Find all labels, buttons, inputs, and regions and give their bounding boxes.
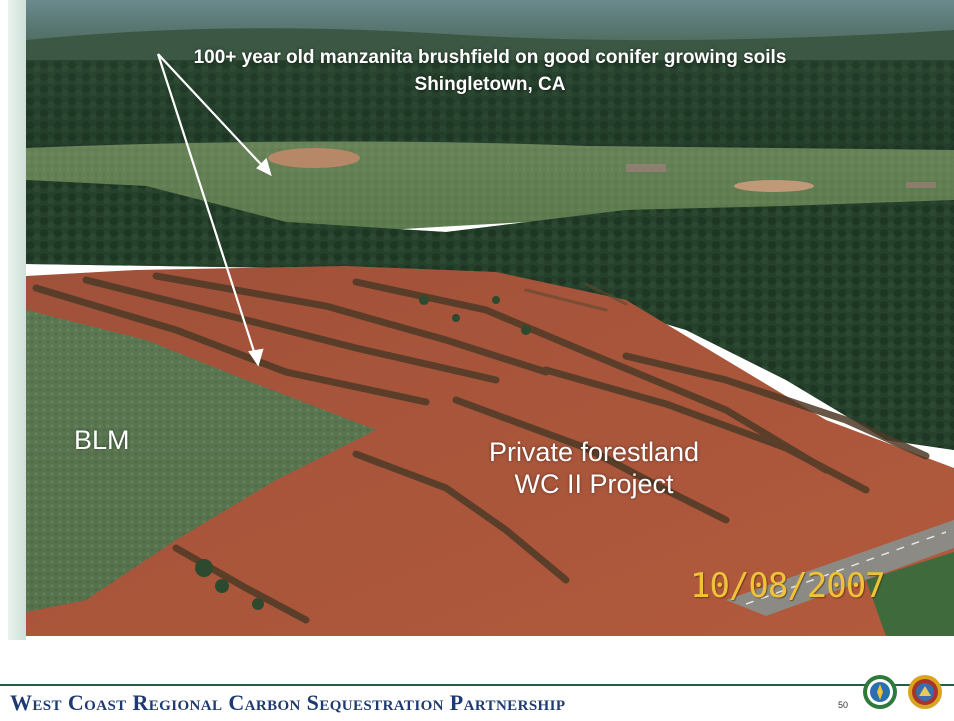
private-forestland-label: Private forestland WC II Project [444, 436, 744, 500]
footer-divider [0, 684, 954, 686]
private-label-line-1: Private forestland [488, 437, 700, 467]
caption-line-2: Shingletown, CA [414, 74, 566, 95]
blm-label: BLM [74, 425, 130, 455]
photo-caption: 100+ year old manzanita brushfield on go… [26, 44, 954, 98]
aerial-photo-illustration [26, 0, 954, 636]
photo-date-stamp: 10/08/2007 [690, 566, 886, 606]
california-seal-icon [907, 674, 943, 710]
caption-line-1: 100+ year old manzanita brushfield on go… [193, 47, 787, 68]
page-number: 50 [838, 700, 849, 710]
aerial-photo: 100+ year old manzanita brushfield on go… [26, 0, 954, 636]
footer-title: West Coast Regional Carbon Sequestration… [10, 690, 566, 715]
private-label-line-2: WC II Project [514, 469, 674, 499]
doe-seal-icon [862, 674, 898, 710]
slide-accent-bar [8, 0, 26, 640]
